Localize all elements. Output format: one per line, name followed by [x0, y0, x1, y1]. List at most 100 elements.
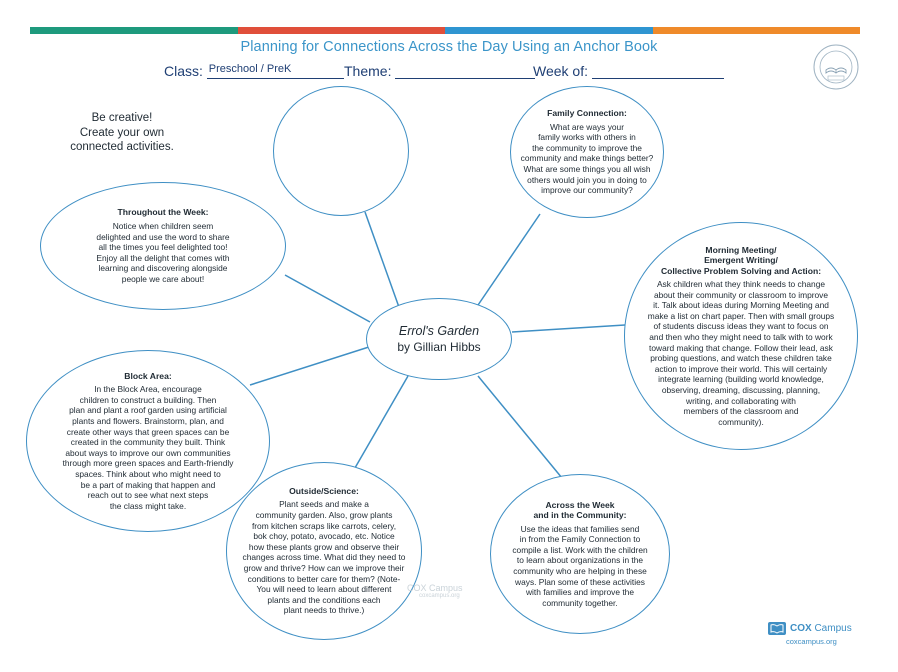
body-line: conditions to better care for them? (Not…: [247, 573, 401, 584]
across-week-heading: Across the Week and in the Community:: [533, 500, 626, 521]
body-line: members of the classroom and: [683, 406, 799, 417]
body-line: children to construct a building. Then: [79, 394, 217, 405]
creative-note-line: Create your own: [79, 126, 165, 139]
body-line: Enjoy all the delight that comes with: [96, 252, 230, 263]
empty-activity-bubble[interactable]: [273, 86, 409, 216]
body-line: community and make things better?: [520, 153, 654, 164]
body-line: family works with others in: [538, 132, 636, 143]
outside-science-body: Plant seeds and make a community garden.…: [243, 499, 406, 616]
connector-block: [249, 345, 373, 386]
body-line: created in the community they built. Thi…: [70, 437, 226, 448]
body-line: Notice when children seem: [112, 220, 214, 231]
body-line: bok choy, potato, avocado, etc. Notice: [253, 531, 395, 542]
heading-line: Morning Meeting/: [705, 244, 777, 255]
connector-empty: [364, 211, 401, 311]
body-line: create other ways that green spaces can …: [66, 426, 230, 437]
body-line: make a list on chart paper. Then with sm…: [647, 310, 835, 321]
body-line: in from the Family Connection to: [519, 534, 641, 545]
body-line: of students discuss ideas they want to f…: [653, 321, 829, 332]
throughout-week-heading: Throughout the Week:: [117, 207, 209, 218]
morning-meeting-bubble: Morning Meeting/ Emergent Writing/ Colle…: [624, 222, 858, 450]
outside-science-bubble: Outside/Science: Plant seeds and make a …: [226, 462, 422, 640]
family-connection-body: What are ways your family works with oth…: [521, 122, 654, 196]
body-line: In the Block Area, encourage: [94, 384, 202, 395]
body-line: be a part of making that happen and: [80, 479, 216, 490]
body-line: action to improve their world. This will…: [654, 363, 828, 374]
body-line: about ways to improve our own communitie…: [65, 447, 231, 458]
heading-line: Collective Problem Solving and Action:: [660, 265, 822, 276]
class-field: Class: Preschool / PreK: [164, 63, 344, 79]
anchor-book-bubble: Errol's Garden by Gillian Hibbs: [366, 298, 512, 380]
creative-note-line: connected activities.: [70, 141, 174, 153]
body-line: delighted and use the word to share: [96, 231, 230, 242]
connector-outside: [347, 375, 409, 481]
color-bar-blue: [445, 27, 653, 34]
connector-family: [475, 213, 541, 309]
watermark-url: coxcampus.org: [419, 593, 460, 599]
footer-url[interactable]: coxcampus.org: [786, 637, 837, 646]
throughout-week-body: Notice when children seem delighted and …: [96, 221, 229, 285]
family-connection-heading: Family Connection:: [547, 108, 627, 119]
body-line: Use the ideas that families send: [520, 523, 640, 534]
body-line: observing, dreaming, discussing, plannin…: [661, 385, 821, 396]
body-line: learning and discovering alongside: [98, 263, 228, 274]
logo-text: COX Campus: [790, 623, 852, 634]
body-line: integrate learning (building world knowl…: [658, 374, 824, 385]
cox-campus-watermark: COX Campus coxcampus.org: [407, 583, 463, 599]
connector-throughout: [284, 274, 371, 323]
theme-value[interactable]: [395, 63, 536, 79]
week-field: Week of:: [533, 63, 724, 79]
body-line: grow and thrive? How can we improve thei…: [243, 563, 405, 574]
color-bar-green: [30, 27, 238, 34]
cox-campus-logo[interactable]: COX Campus: [768, 622, 852, 635]
body-line: from kitchen scraps like carrots, celery…: [251, 520, 397, 531]
body-line: plant needs to thrive.): [283, 605, 365, 616]
body-line: people we care about!: [121, 273, 205, 284]
body-line: it. Talk about ideas during Morning Meet…: [653, 300, 829, 311]
throughout-week-bubble: Throughout the Week: Notice when childre…: [40, 182, 286, 310]
logo-campus: Campus: [814, 623, 852, 634]
week-value[interactable]: [591, 63, 724, 79]
body-line: community).: [718, 416, 764, 427]
block-area-bubble: Block Area: In the Block Area, encourage…: [26, 350, 270, 532]
body-line: about their community or classroom to im…: [653, 289, 829, 300]
body-line: reach out to see what next steps: [87, 490, 209, 501]
across-week-body: Use the ideas that families send in from…: [512, 524, 647, 609]
body-line: and then who they might need to talk wit…: [649, 332, 833, 343]
logo-cox: COX: [790, 623, 812, 634]
creative-note-line: Be creative!: [91, 112, 153, 124]
heading-line: Emergent Writing/: [704, 255, 778, 266]
body-line: Ask children what they think needs to ch…: [656, 279, 826, 290]
anchor-book-author: by Gillian Hibbs: [397, 340, 481, 354]
morning-meeting-body: Ask children what they think needs to ch…: [648, 279, 835, 427]
across-week-bubble: Across the Week and in the Community: Us…: [490, 474, 670, 634]
color-bar: [30, 27, 860, 34]
book-icon: [768, 622, 786, 635]
body-line: through more green spaces and Earth-frie…: [62, 458, 234, 469]
creative-note: Be creative! Create your own connected a…: [52, 111, 192, 155]
body-line: plan and plant a roof garden using artif…: [69, 405, 227, 416]
theme-label: Theme:: [344, 63, 392, 79]
body-line: the community to improve the: [532, 142, 642, 153]
connector-morning: [511, 324, 626, 333]
block-area-body: In the Block Area, encourage children to…: [63, 384, 234, 511]
body-line: toward making that change. Follow their …: [649, 342, 833, 353]
body-line: spaces. Think about who might need to: [75, 468, 221, 479]
block-area-heading: Block Area:: [124, 370, 172, 381]
literacy-seal-icon: [813, 44, 859, 90]
class-value[interactable]: Preschool / PreK: [206, 63, 344, 79]
body-line: changes across time. What did they need …: [242, 552, 406, 563]
body-line: ways. Plan some of these activities: [515, 576, 645, 587]
family-connection-bubble: Family Connection: What are ways your fa…: [510, 86, 664, 218]
body-line: with families and improve the: [525, 587, 634, 598]
body-line: community who are helping in these: [513, 566, 647, 576]
body-line: What are some things you all wish: [523, 164, 651, 175]
anchor-book-title: Errol's Garden: [398, 324, 480, 338]
morning-meeting-heading: Morning Meeting/ Emergent Writing/ Colle…: [661, 245, 821, 277]
theme-field: Theme:: [344, 63, 536, 79]
body-line: community together.: [542, 597, 618, 608]
class-label: Class:: [164, 63, 203, 79]
body-line: improve our community?: [541, 185, 633, 196]
page-title: Planning for Connections Across the Day …: [240, 39, 658, 55]
